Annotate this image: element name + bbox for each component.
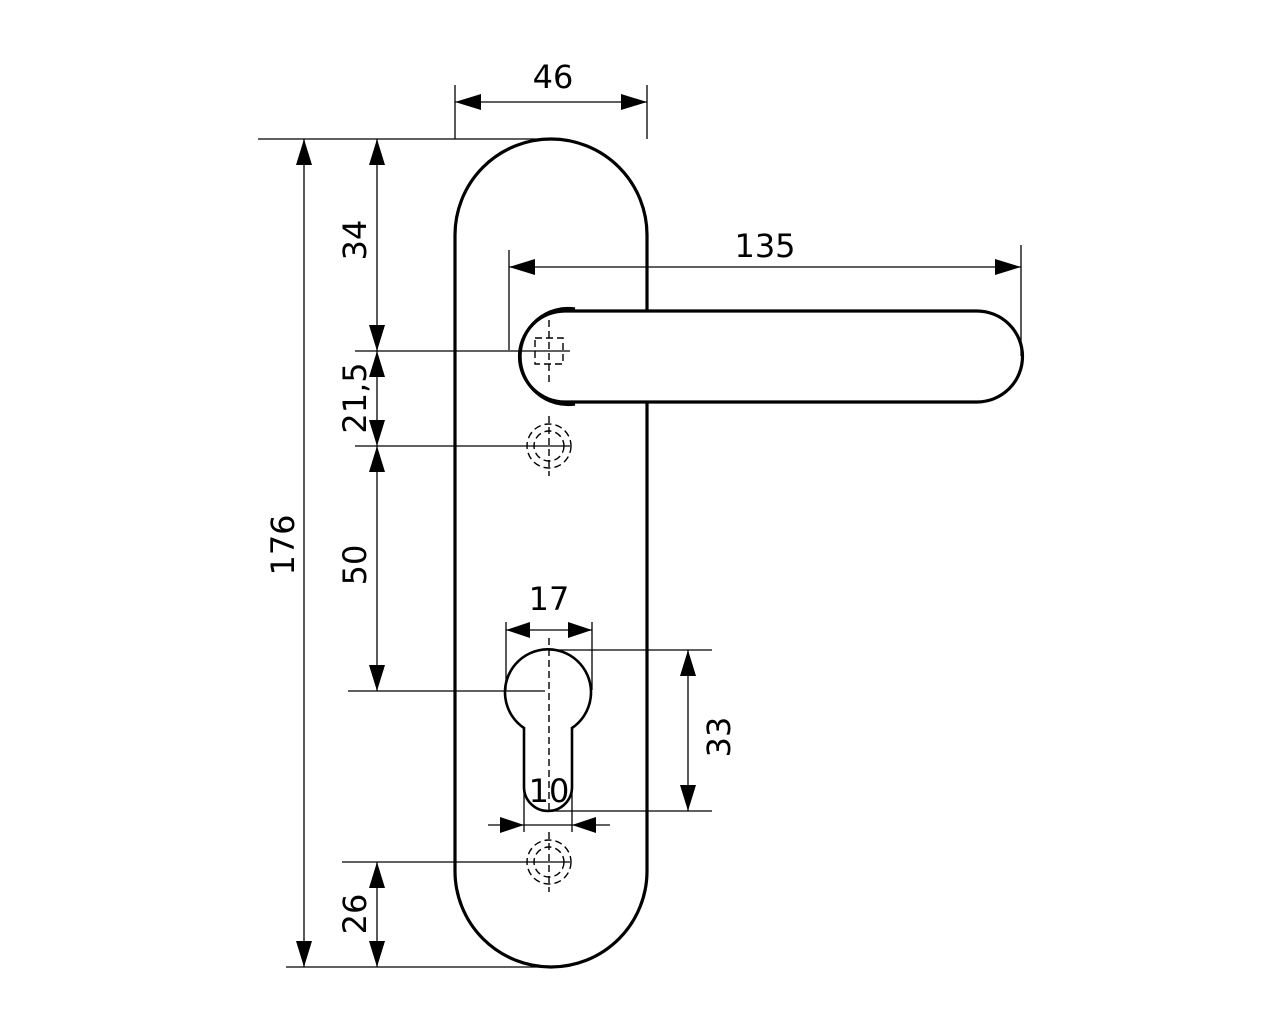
svg-text:17: 17 bbox=[529, 580, 570, 618]
svg-text:176: 176 bbox=[264, 514, 302, 575]
svg-text:46: 46 bbox=[533, 58, 574, 96]
dim-top-to-spindle: 34 bbox=[336, 139, 385, 351]
svg-text:135: 135 bbox=[734, 227, 795, 265]
handle-outline bbox=[517, 309, 1025, 404]
dim-spindle-to-screw: 21,5 bbox=[336, 351, 385, 446]
dim-bottom-to-screw: 26 bbox=[336, 862, 385, 967]
dim-handle-length: 135 bbox=[509, 227, 1021, 275]
plate-outline bbox=[453, 137, 649, 969]
dim-cylinder-width: 17 bbox=[506, 580, 592, 638]
svg-text:33: 33 bbox=[700, 717, 738, 758]
extension-lines bbox=[258, 85, 1022, 968]
dim-plate-width: 46 bbox=[455, 58, 647, 110]
svg-text:34: 34 bbox=[336, 220, 374, 261]
rose-outline bbox=[518, 306, 576, 407]
dim-cylinder-height: 33 bbox=[680, 650, 738, 811]
svg-text:10: 10 bbox=[529, 772, 570, 810]
svg-text:21,5: 21,5 bbox=[336, 362, 374, 433]
dim-screw-to-cylinder: 50 bbox=[336, 446, 385, 691]
dim-plate-height: 176 bbox=[264, 139, 312, 967]
svg-text:26: 26 bbox=[336, 894, 374, 935]
svg-text:50: 50 bbox=[336, 545, 374, 586]
dim-slot-width: 10 bbox=[488, 772, 610, 833]
